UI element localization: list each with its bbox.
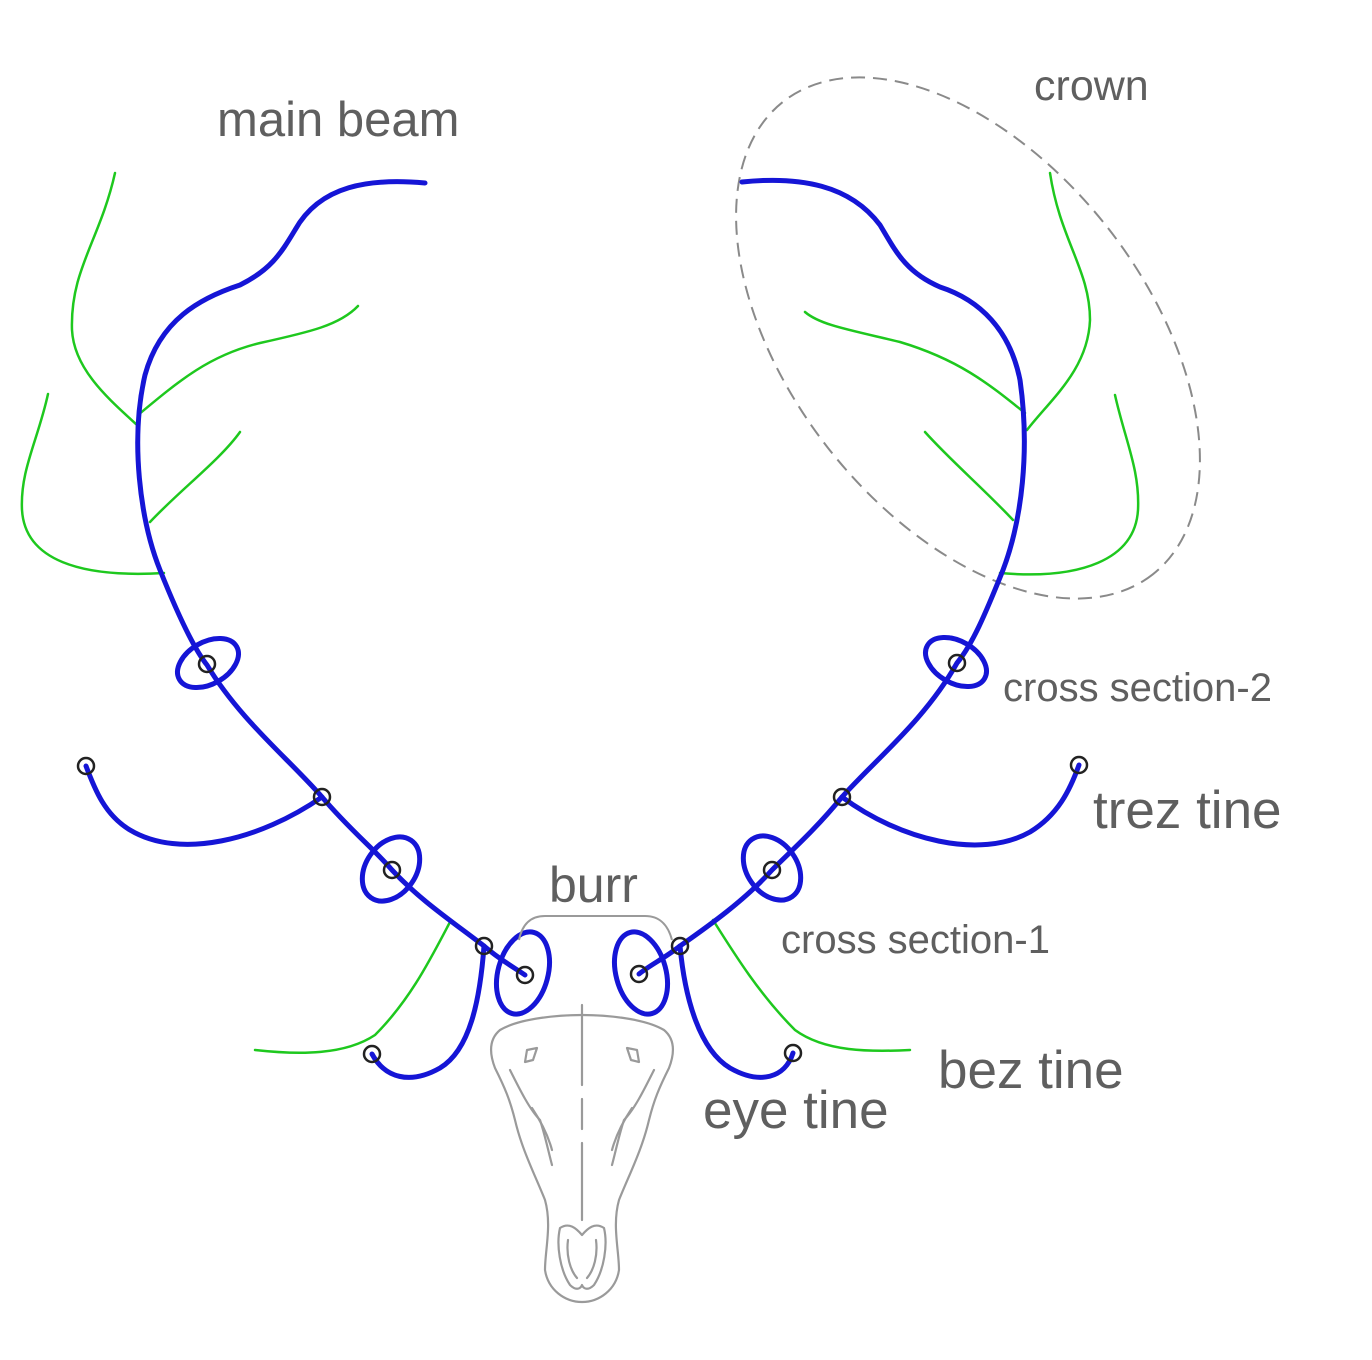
node-left-eye-base: [474, 936, 494, 956]
burr-bracket: [518, 915, 673, 941]
right-main-beam: [636, 177, 1027, 977]
burr-label: burr: [549, 857, 638, 913]
right-crown-tine-4: [998, 393, 1140, 576]
skull-left-orbit: [523, 1046, 539, 1064]
cross-section-2-label: cross section-2: [1003, 666, 1272, 710]
node-right-eye-base: [670, 936, 690, 956]
crown-label: crown: [1034, 62, 1149, 110]
left-crown-tine-3: [148, 430, 242, 524]
left-main-beam: [135, 179, 528, 978]
left-trez-tine: [83, 763, 325, 847]
skull-left-cheek: [530, 1106, 554, 1152]
right-cross-section-2-ring: [923, 634, 989, 690]
node-right-eye-tip: [783, 1043, 803, 1063]
node-left-trez-base: [312, 787, 332, 807]
left-crown-tine-1: [70, 171, 139, 427]
left-burr-ring: [494, 929, 552, 1017]
right-trez-tine: [839, 762, 1082, 848]
right-crown-tines: [803, 171, 1140, 576]
bez-tine-label: bez tine: [938, 1041, 1124, 1100]
node-left-burr: [515, 965, 535, 985]
right-crown-tine-2: [803, 310, 1027, 415]
left-crown-tine-4: [20, 392, 166, 575]
left-eye-tine: [369, 943, 487, 1080]
node-right-trez-tip: [1069, 755, 1089, 775]
right-crown-tine-1: [1025, 171, 1092, 432]
right-crown-tine-3: [923, 430, 1015, 522]
node-left-eye-tip: [362, 1044, 382, 1064]
trez-tine-label: trez tine: [1093, 781, 1282, 840]
right-bez-tine: [711, 918, 912, 1053]
right-burr-ring: [612, 929, 670, 1017]
main-beam-label: main beam: [217, 93, 460, 147]
node-markers: [76, 653, 1089, 1064]
skull-right-cheek: [610, 1106, 634, 1152]
node-right-cs2: [947, 653, 967, 673]
skull-nasal-inner: [566, 1238, 598, 1280]
node-left-cs1: [382, 860, 402, 880]
node-right-cs1: [762, 860, 782, 880]
right-eye-tine: [677, 943, 796, 1080]
left-crown-tine-2: [136, 304, 360, 417]
left-cross-section-2-ring: [175, 635, 241, 691]
left-cross-section-1-ring: [359, 834, 423, 904]
left-crown-tines: [20, 171, 360, 575]
cross-section-rings: [175, 634, 989, 1017]
skull-outline: [490, 1013, 674, 1304]
cross-section-1-label: cross section-1: [781, 918, 1050, 962]
skull-inner-right: [610, 1068, 656, 1167]
skull: [490, 1003, 674, 1304]
eye-tine-label: eye tine: [703, 1081, 889, 1140]
node-right-burr: [629, 964, 649, 984]
node-left-cs2: [197, 654, 217, 674]
skull-inner-left: [508, 1068, 554, 1167]
crown-outline: [735, 76, 1201, 600]
node-right-trez-base: [832, 787, 852, 807]
left-bez-tine: [253, 920, 452, 1055]
skull-right-orbit: [625, 1046, 641, 1064]
skull-nasal: [557, 1224, 607, 1290]
node-left-trez-tip: [76, 756, 96, 776]
right-cross-section-1-ring: [740, 833, 804, 903]
